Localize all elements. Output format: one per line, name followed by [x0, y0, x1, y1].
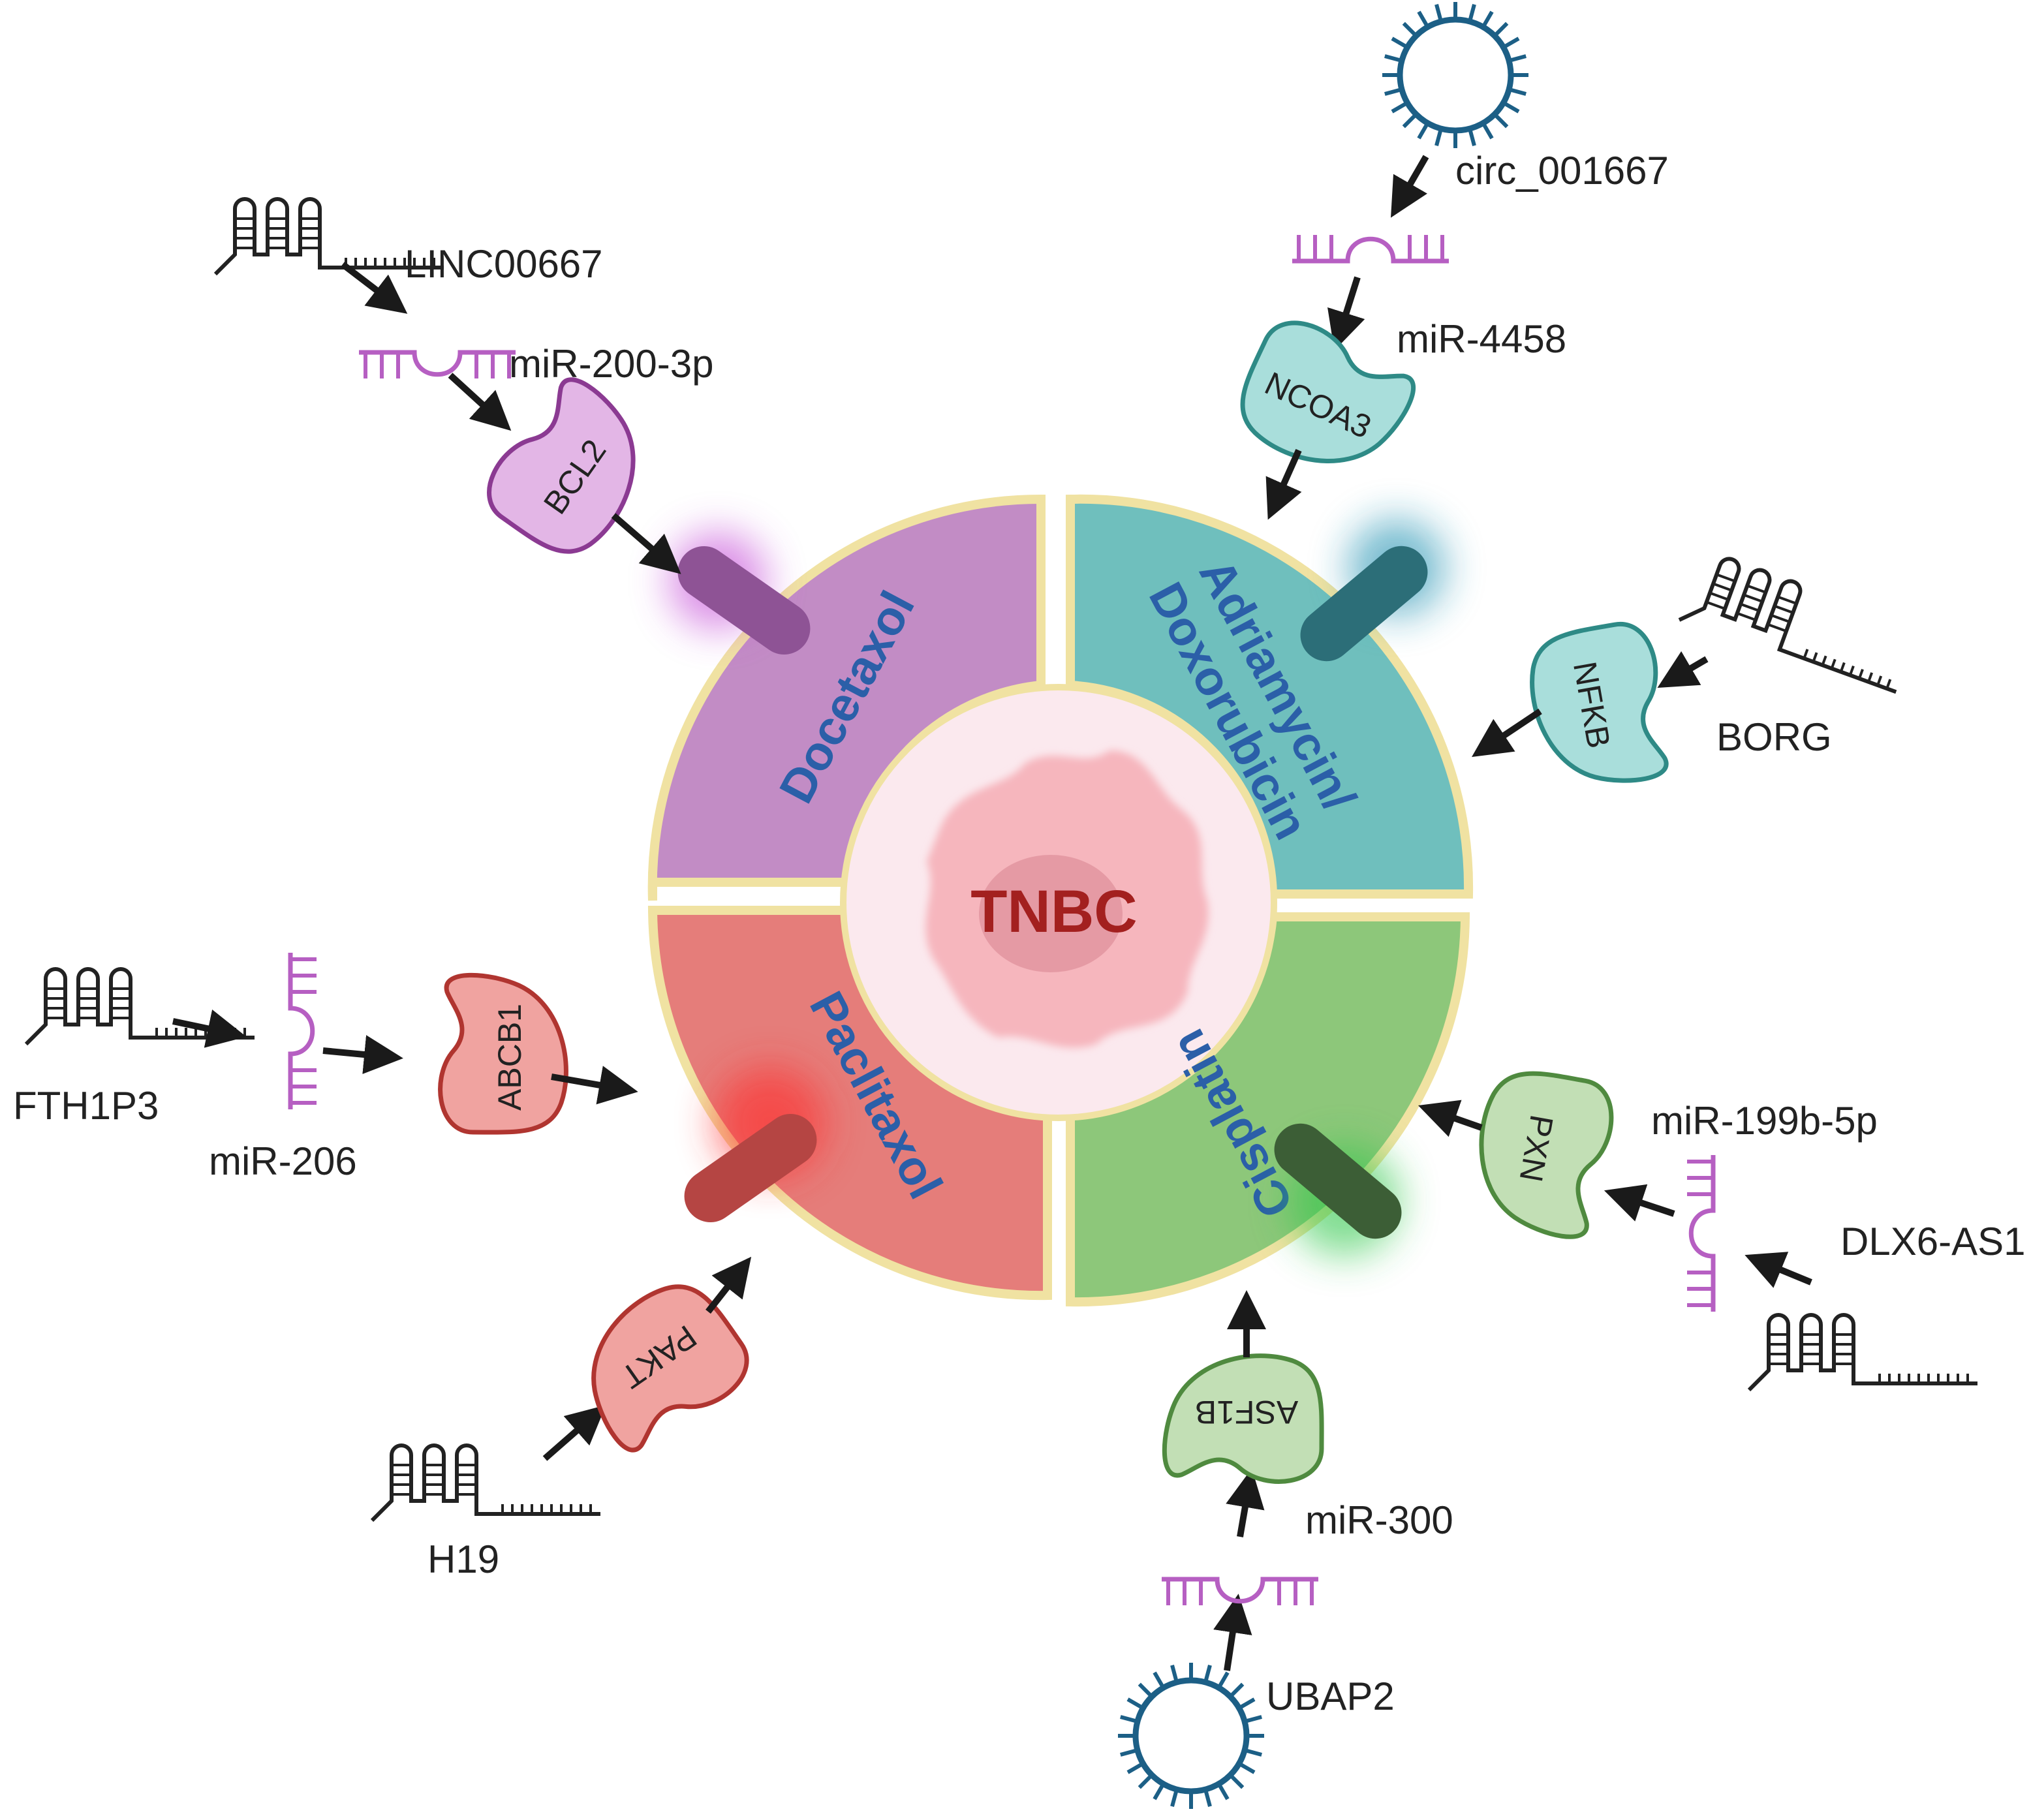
arrow	[340, 262, 408, 314]
lncrna-label: H19	[427, 1537, 499, 1581]
arrow	[1327, 276, 1365, 351]
pathway-paclitaxol-h19: H19 PAKT	[372, 1256, 760, 1581]
circrna-label: circ_001667	[1455, 149, 1669, 193]
receptor-adriamycin	[1300, 519, 1446, 662]
protein-ncoa3[interactable]: NCOA3	[1226, 311, 1422, 491]
arrow	[1226, 1468, 1265, 1537]
lncrna-icon	[372, 1445, 600, 1520]
mirna-label: miR-206	[209, 1139, 357, 1183]
circrna-icon	[1118, 1663, 1264, 1809]
protein-pakt[interactable]: PAKT	[559, 1267, 760, 1460]
lncrna-icon	[1749, 1315, 1977, 1390]
arrow	[551, 1066, 638, 1105]
arrow	[1391, 155, 1429, 218]
arrow	[542, 1405, 606, 1461]
pathway-cisplatin-circ: UBAP2 miR-300 ASF1B	[1118, 1290, 1453, 1809]
mirna-label: miR-200-3p	[509, 342, 713, 386]
lncrna-label: BORG	[1716, 715, 1832, 759]
pathway-paclitaxol-lnc: FTH1P3 miR-206 ABCB1	[13, 953, 638, 1183]
pathway-adriamycin-lnc: BORG NFKB	[1472, 549, 1919, 795]
arrow	[322, 1035, 403, 1074]
lncrna-label: DLX6-AS1	[1840, 1220, 2025, 1263]
protein-nfkb[interactable]: NFKB	[1523, 619, 1675, 795]
center-label: TNBC	[970, 878, 1138, 945]
protein-pxn[interactable]: PXN	[1466, 1064, 1618, 1241]
circrna-label: UBAP2	[1266, 1674, 1395, 1718]
protein-asf1b[interactable]: ASF1B	[1164, 1356, 1322, 1482]
nucleus	[979, 855, 1123, 972]
receptor-paclitaxol	[684, 1067, 826, 1223]
arrow	[1213, 1594, 1252, 1671]
arrow	[1265, 448, 1302, 520]
lncrna-label: LINC00667	[405, 242, 603, 286]
mirna-label: miR-300	[1305, 1498, 1453, 1542]
protein-abcb1[interactable]: ABCB1	[441, 975, 566, 1132]
mirna-icon	[1687, 1155, 1713, 1312]
pathway-adriamycin-circ: circ_001667 miR-4458 NCOA3	[1226, 2, 1669, 520]
mirna-icon	[1292, 235, 1449, 261]
arrow	[611, 513, 681, 574]
receptor-docetaxol	[669, 532, 811, 655]
arrow	[1744, 1252, 1812, 1288]
mirna-icon	[290, 953, 317, 1109]
pathway-docetaxol: LINC00667 miR-200-3p BCL2	[215, 199, 713, 574]
svg-text:ASF1B: ASF1B	[1195, 1394, 1298, 1430]
drug-ring: TNBC Docetaxol Adriamycin/ Doxorubicin P…	[647, 494, 1474, 1307]
arrow	[705, 1256, 752, 1314]
mirna-label: miR-4458	[1397, 317, 1566, 361]
mirna-icon	[1162, 1579, 1318, 1605]
svg-text:ABCB1: ABCB1	[491, 1004, 528, 1111]
mirna-label: miR-199b-5p	[1651, 1099, 1878, 1143]
arrow	[1472, 708, 1542, 757]
circrna-icon	[1382, 2, 1528, 148]
pathway-cisplatin-lnc: DLX6-AS1 miR-199b-5p PXN	[1418, 1064, 2025, 1390]
arrow	[1604, 1184, 1675, 1222]
arrow	[448, 373, 512, 431]
mirna-icon	[359, 352, 516, 378]
lncrna-label: FTH1P3	[13, 1084, 159, 1128]
arrow	[172, 1009, 247, 1048]
arrow	[1418, 1100, 1483, 1137]
receptor-cisplatin	[1274, 1123, 1402, 1256]
protein-bcl2[interactable]: BCL2	[475, 370, 668, 571]
arrow	[1657, 651, 1709, 688]
lncrna-icon	[1679, 549, 1919, 698]
